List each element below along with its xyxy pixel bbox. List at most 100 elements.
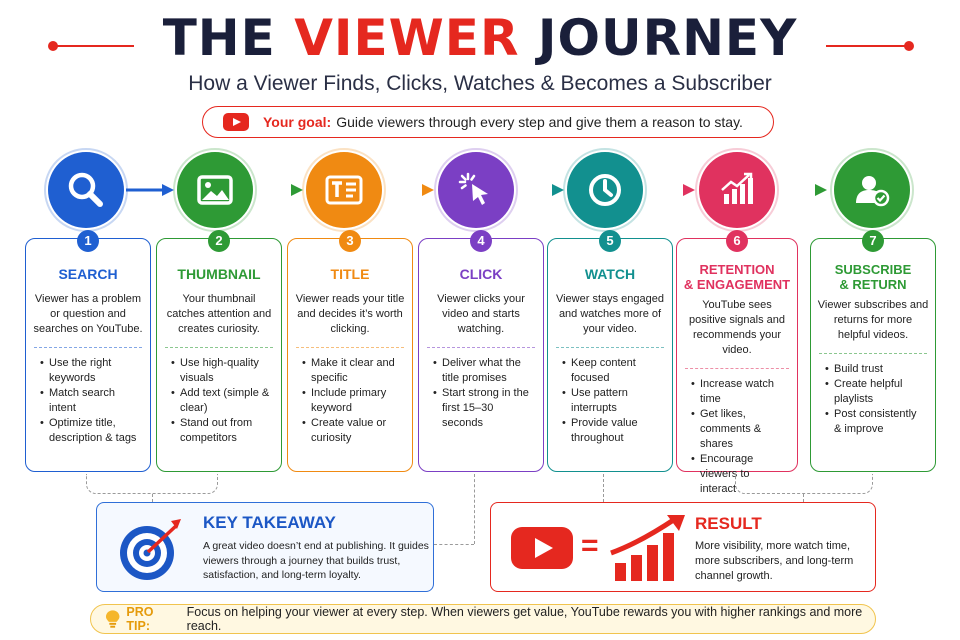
flow-arrow-2 [255, 184, 303, 196]
flow-arrow-1 [126, 184, 174, 196]
step-card-title: 3 TITLE Viewer reads your title and deci… [287, 230, 413, 472]
pro-tip-text: Focus on helping your viewer at every st… [186, 605, 863, 633]
goal-label: Your goal: [263, 114, 332, 130]
target-icon [120, 519, 181, 580]
title-dot-left [48, 41, 58, 51]
pro-tip-banner: PRO TIP: Focus on helping your viewer at… [90, 604, 876, 634]
list-item: Use the right keywords [40, 356, 140, 386]
step-4-icon-circle [434, 148, 518, 232]
title-dot-right [904, 41, 914, 51]
connector-steps-1-2 [86, 474, 218, 494]
cursor-click-icon [458, 172, 488, 205]
clock-icon [589, 174, 621, 206]
title-part2-highlight: VIEWER [294, 9, 520, 67]
step-title-line2: & RETURN [839, 277, 907, 292]
title-divider-right [826, 45, 908, 47]
step-number-badge: 3 [339, 230, 361, 252]
step-tips-list: Build trust Create helpful playlists Pos… [811, 362, 935, 437]
list-item: Increase watch time [691, 377, 787, 407]
step-number-badge: 2 [208, 230, 230, 252]
step-title: RETENTION& ENGAGEMENT [677, 262, 797, 292]
list-item: Match search intent [40, 386, 140, 416]
step-title-line1: SEARCH [58, 266, 118, 282]
step-card-click: 4 CLICK Viewer clicks your video and sta… [418, 230, 544, 472]
step-description: Viewer subscribes and returns for more h… [817, 299, 929, 341]
step-tips-list: Use the right keywords Match search inte… [26, 356, 150, 446]
step-number-badge: 1 [77, 230, 99, 252]
flow-arrow-6 [779, 184, 827, 196]
list-item: Keep content focused [562, 356, 662, 386]
result-title: RESULT [695, 514, 762, 533]
step-title-line2: & ENGAGEMENT [683, 277, 791, 292]
search-icon [68, 172, 103, 207]
card-divider [819, 353, 927, 354]
title-part1: THE [162, 9, 295, 67]
list-item: Make it clear and specific [302, 356, 402, 386]
step-title: THUMBNAIL [157, 266, 281, 282]
list-item: Provide value throughout [562, 416, 662, 446]
result-box: = RESULT More visibility, more watch tim… [490, 502, 876, 592]
result-text: More visibility, more watch time, more s… [695, 540, 854, 582]
key-takeaway-box: KEY TAKEAWAY A great video doesn’t end a… [96, 502, 434, 592]
user-check-icon [856, 176, 890, 207]
step-card-retention: 6 RETENTION& ENGAGEMENT YouTube sees pos… [676, 230, 798, 495]
step-number-badge: 6 [726, 230, 748, 252]
list-item: Stand out from competitors [171, 416, 271, 446]
step-description: Viewer stays engaged and watches more of… [555, 293, 665, 335]
card-divider [165, 347, 273, 348]
step-card-search: 1 SEARCH Viewer has a problem or questio… [25, 230, 151, 472]
equals-sign: = [581, 529, 599, 562]
step-1-icon-circle [44, 148, 128, 232]
step-number-badge: 5 [599, 230, 621, 252]
list-item: Create helpful playlists [825, 377, 925, 407]
youtube-logo-icon [511, 527, 573, 569]
pro-tip-label: PRO TIP: [126, 605, 154, 633]
step-title-line1: CLICK [459, 266, 503, 282]
step-title: CLICK [419, 266, 543, 282]
page-title: THE VIEWER JOURNEY [0, 8, 960, 68]
goal-text: Guide viewers through every step and giv… [336, 114, 743, 130]
list-item: Use high-quality visuals [171, 356, 271, 386]
card-divider [34, 347, 142, 348]
step-title-line1: THUMBNAIL [177, 266, 261, 282]
step-6-icon-circle [695, 148, 779, 232]
takeaway-text: A great video doesn’t end at publishing.… [203, 540, 429, 581]
step-card-subscribe: 7 SUBSCRIBE& RETURN Viewer subscribes an… [810, 230, 936, 472]
connector-to-result [803, 494, 804, 502]
youtube-play-icon [223, 113, 249, 131]
list-item: Deliver what the title promises [433, 356, 533, 386]
step-number-badge: 7 [862, 230, 884, 252]
step-title: WATCH [548, 266, 672, 282]
step-card-thumbnail: 2 THUMBNAIL Your thumbnail catches atten… [156, 230, 282, 472]
list-item: Post consistently & improve [825, 407, 925, 437]
step-description: Viewer reads your title and decides it’s… [295, 293, 405, 335]
list-item: Optimize title, description & tags [40, 416, 140, 446]
image-icon [197, 175, 233, 205]
step-title: SEARCH [26, 266, 150, 282]
step-title-line1: TITLE [330, 266, 370, 282]
flow-arrow-3 [386, 184, 434, 196]
list-item: Build trust [825, 362, 925, 377]
connector-takeaway-link [434, 544, 474, 545]
connector-step-5 [603, 474, 604, 502]
list-item: Use pattern interrupts [562, 386, 662, 416]
step-card-watch: 5 WATCH Viewer stays engaged and watches… [547, 230, 673, 472]
title-divider-left [52, 45, 134, 47]
step-2-icon-circle [173, 148, 257, 232]
growth-chart-icon [721, 172, 753, 204]
goal-banner: Your goal: Guide viewers through every s… [202, 106, 774, 138]
page-subtitle: How a Viewer Finds, Clicks, Watches & Be… [188, 72, 772, 95]
step-tips-list: Deliver what the title promises Start st… [419, 356, 543, 431]
step-description: Viewer clicks your video and starts watc… [437, 293, 525, 335]
connector-step-4 [474, 474, 475, 544]
step-7-icon-circle [830, 148, 914, 232]
step-title: TITLE [288, 266, 412, 282]
title-text-icon [325, 175, 363, 205]
step-description: Viewer has a problem or question and sea… [33, 293, 143, 335]
step-title-line1: RETENTION [699, 262, 775, 277]
flow-arrow-4 [516, 184, 564, 196]
title-part3: JOURNEY [519, 9, 798, 67]
list-item: Include primary keyword [302, 386, 402, 416]
connector-steps-6-7 [735, 474, 873, 494]
step-description: YouTube sees positive signals and recomm… [688, 299, 785, 356]
